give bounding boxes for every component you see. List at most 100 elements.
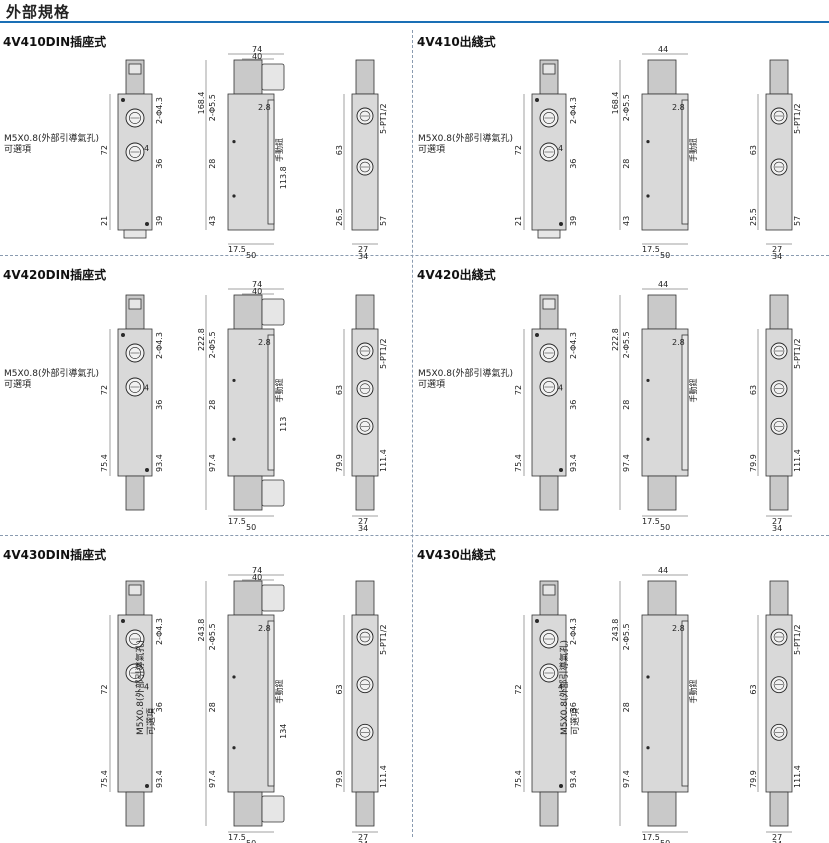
port-thread bbox=[359, 110, 371, 122]
port-thread bbox=[359, 679, 371, 690]
pilot-port-note: M5X0.8(外部引導氣孔)可選項 bbox=[4, 369, 99, 391]
pilot-port-note: M5X0.8(外部引導氣孔)可選項 bbox=[4, 134, 99, 156]
header-rule bbox=[0, 21, 829, 23]
dim-bore-label: 2-Φ5.5 bbox=[208, 623, 217, 650]
dim-w1-label: 17.5 bbox=[642, 517, 660, 526]
pilot-port-spec: M5X0.8(外部引導氣孔) bbox=[418, 369, 513, 379]
dim-w1-label: 17.5 bbox=[642, 833, 660, 842]
port-thread bbox=[773, 679, 785, 690]
mount-hole bbox=[121, 333, 125, 337]
dim-mid-height-label: 113 bbox=[279, 417, 288, 432]
dim-p2-label: 111.4 bbox=[379, 449, 388, 472]
dim-bore-label: 2-Φ5.5 bbox=[622, 94, 631, 121]
dim-b1-label: 36 bbox=[569, 159, 578, 169]
row-divider-1 bbox=[0, 255, 829, 256]
solenoid-coil bbox=[769, 580, 789, 616]
dim-top-width-label: 44 bbox=[658, 280, 668, 289]
port-thread bbox=[359, 383, 371, 394]
mount-hole bbox=[646, 194, 650, 198]
dim-b2-label: 93.4 bbox=[569, 454, 578, 472]
manual-override-strip bbox=[267, 334, 275, 471]
dim-p3-label: 79.9 bbox=[749, 770, 758, 788]
dim-hole-label: 2-Φ4.3 bbox=[155, 618, 164, 645]
dim-w1-label: 17.5 bbox=[228, 517, 246, 526]
dim-mid-height-label: 134 bbox=[279, 724, 288, 739]
panel-title: 4V430DIN插座式 bbox=[3, 548, 107, 562]
mount-hole bbox=[559, 222, 563, 226]
dim-counterbore-label: 2.8 bbox=[258, 103, 271, 112]
optional-label: 可選項 bbox=[4, 380, 32, 390]
dim-pitch-label: 28 bbox=[208, 159, 217, 169]
dim-w1-label: 17.5 bbox=[228, 245, 246, 254]
manual-button-label: 手動鈕 bbox=[688, 138, 698, 162]
manual-button-label: 手動鈕 bbox=[274, 379, 284, 403]
dim-w4-label: 34 bbox=[358, 524, 368, 533]
dim-p3-label: 79.9 bbox=[335, 770, 344, 788]
panel-title: 4V410DIN插座式 bbox=[3, 35, 107, 49]
mount-hole bbox=[646, 378, 650, 383]
manual-override-strip bbox=[267, 99, 275, 225]
section-title: 外部規格 bbox=[6, 3, 71, 21]
dim-w2-label: 50 bbox=[246, 251, 256, 260]
dim-bore-label: 2-Φ5.5 bbox=[622, 623, 631, 650]
solenoid-coil-lower bbox=[233, 475, 263, 511]
port-thread bbox=[359, 727, 371, 738]
dim-bottom-offset-label: 75.4 bbox=[100, 454, 109, 472]
mount-hole bbox=[121, 98, 125, 102]
dim-port-thread-label: 5-PT1/2 bbox=[379, 624, 388, 655]
dim-port-thread-label: 5-PT1/2 bbox=[379, 338, 388, 369]
optional-label: 可選項 bbox=[418, 145, 446, 155]
solenoid-coil-lower bbox=[539, 791, 559, 827]
din-connector bbox=[261, 298, 285, 326]
dim-w4-label: 34 bbox=[772, 524, 782, 533]
port-thread bbox=[129, 347, 141, 359]
dim-bottom-label: 43 bbox=[208, 216, 217, 226]
dim-total-height-label: 243.8 bbox=[197, 619, 206, 642]
panel-title: 4V430出綫式 bbox=[417, 548, 496, 562]
port-thread bbox=[359, 421, 371, 432]
dim-w3-label: 27 bbox=[772, 245, 782, 254]
solenoid-coil-lower bbox=[539, 475, 559, 511]
pilot-port-note: M5X0.8(外部引導氣孔)可選項 bbox=[418, 134, 513, 156]
dim-bottom-offset-label: 21 bbox=[514, 216, 523, 226]
port-thread bbox=[543, 633, 555, 645]
dim-b2-label: 39 bbox=[569, 216, 578, 226]
solenoid-coil-lower bbox=[769, 475, 789, 511]
dim-w1-label: 17.5 bbox=[228, 833, 246, 842]
dim-w2-label: 50 bbox=[660, 251, 670, 260]
dim-p3-label: 25.5 bbox=[749, 208, 758, 226]
mount-hole bbox=[559, 784, 563, 788]
dim-p2-label: 111.4 bbox=[793, 765, 802, 788]
din-connector bbox=[261, 63, 285, 91]
dim-p1-label: 63 bbox=[749, 684, 758, 694]
valve-body-side bbox=[641, 614, 689, 793]
dim-side-label: 72 bbox=[514, 385, 523, 395]
dim-pitch-label: 28 bbox=[208, 702, 217, 712]
port-thread bbox=[543, 347, 555, 359]
pilot-port-note: M5X0.8(外部引導氣孔)可選項 bbox=[560, 640, 582, 735]
dim-top-width-label: 74 bbox=[252, 566, 262, 575]
dim-side-label: 72 bbox=[100, 684, 109, 694]
dim-w4-label: 34 bbox=[772, 252, 782, 261]
dim-pitch-label: 28 bbox=[208, 400, 217, 410]
dim-bottom-offset-label: 75.4 bbox=[100, 770, 109, 788]
din-connector-lower bbox=[261, 479, 285, 507]
dim-b1-label: 36 bbox=[155, 159, 164, 169]
manual-override-strip bbox=[267, 620, 275, 787]
mount-hole bbox=[535, 333, 539, 337]
mount-hole bbox=[646, 746, 650, 750]
coil-window bbox=[542, 63, 556, 75]
valve-body-side bbox=[227, 328, 275, 477]
mount-hole bbox=[121, 619, 125, 623]
dim-bottom-label: 97.4 bbox=[622, 770, 631, 788]
dim-b1-label: 36 bbox=[155, 702, 164, 712]
